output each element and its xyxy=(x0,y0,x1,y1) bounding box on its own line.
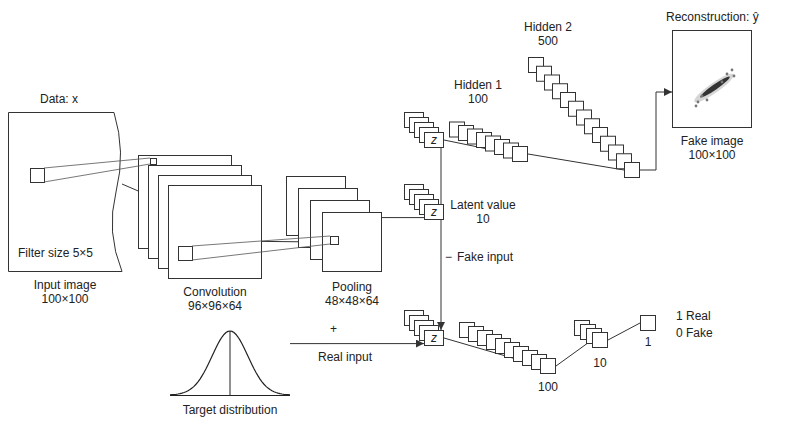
plus-sign: + xyxy=(330,322,337,336)
connector xyxy=(608,323,640,340)
feature-map xyxy=(541,359,556,374)
layer-label: Hidden 2 500 xyxy=(520,20,576,48)
filter-window xyxy=(151,159,157,165)
filter-line xyxy=(192,244,330,260)
layer-label: Target distribution xyxy=(170,403,290,417)
layer-label: Reconstruction: ŷ xyxy=(666,10,759,24)
edge-label: Fake input xyxy=(457,250,513,264)
image-frame xyxy=(9,113,123,272)
target-distribution: Target distribution xyxy=(170,325,290,398)
layer-label: Convolution 96×96×64 xyxy=(173,285,257,313)
node-shape xyxy=(624,162,640,178)
connector xyxy=(290,343,424,344)
layer-label: Filter size 5×5 xyxy=(18,246,93,260)
feature-map xyxy=(169,186,262,279)
hidden-layer: Hidden 2 500 xyxy=(624,162,640,178)
hidden-layer: Hidden 1 100 xyxy=(512,146,528,162)
layer-label: Fake image 100×100 xyxy=(672,134,752,162)
filter-line xyxy=(192,236,330,246)
layer-label: Latent value 10 xyxy=(446,198,520,226)
latent-layer: z xyxy=(424,132,444,148)
latent-layer: zLatent value 10 xyxy=(424,204,444,220)
output-unit: 1 xyxy=(640,315,656,331)
layer-label: Pooling 48×48×64 xyxy=(317,280,387,308)
feature-map xyxy=(641,316,656,331)
feature-map xyxy=(425,133,444,148)
input-image: Data: xFilter size 5×5Input image 100×10… xyxy=(8,112,122,272)
variable-symbol: z xyxy=(424,330,444,346)
layer-label: 1 xyxy=(620,335,676,349)
connector xyxy=(441,220,442,330)
reconstruction-image: Reconstruction: ŷFake image 100×100 xyxy=(672,30,752,128)
layer-label: 100 xyxy=(518,380,578,394)
node-shape xyxy=(512,146,528,162)
feature-map xyxy=(593,333,608,348)
layer-label: Input image 100×100 xyxy=(25,278,105,306)
feature-map xyxy=(323,213,382,272)
feature-map xyxy=(625,163,640,178)
feature-map xyxy=(425,331,444,346)
discriminator-hidden: 10 xyxy=(592,332,608,348)
reconstructed-stroke xyxy=(691,69,736,108)
class-label: 1 Real xyxy=(676,309,711,323)
pooling-layer: Pooling 48×48×64 xyxy=(322,212,382,272)
node-shape xyxy=(170,325,290,398)
minus-sign: − xyxy=(445,250,452,264)
node-shape xyxy=(168,185,262,279)
feature-map xyxy=(513,147,528,162)
discriminator-input: z xyxy=(424,330,444,346)
node-shape xyxy=(672,30,752,128)
node-shape xyxy=(592,332,608,348)
variable-symbol: z xyxy=(424,204,444,220)
filter-window xyxy=(179,247,193,261)
layer-label: 10 xyxy=(570,356,630,370)
feature-map xyxy=(425,205,444,220)
class-label: 0 Fake xyxy=(676,326,713,340)
filter-line xyxy=(44,158,150,168)
gaussian-curve xyxy=(170,331,290,396)
connector xyxy=(441,148,442,204)
node-shape xyxy=(640,315,656,331)
node-shape xyxy=(322,212,382,272)
connector xyxy=(382,217,424,218)
variable-symbol: z xyxy=(424,132,444,148)
filter-line xyxy=(44,164,150,182)
convolution-layer: Convolution 96×96×64 xyxy=(168,185,262,279)
image-frame xyxy=(673,31,752,128)
connector xyxy=(640,92,672,170)
layer-label: Hidden 1 100 xyxy=(450,78,506,106)
discriminator-hidden: 100 xyxy=(540,358,556,374)
layer-label: Data: x xyxy=(40,92,78,106)
node-shape xyxy=(540,358,556,374)
filter-window xyxy=(31,169,45,183)
filter-window xyxy=(331,237,339,245)
edge-label: Real input xyxy=(318,350,372,364)
